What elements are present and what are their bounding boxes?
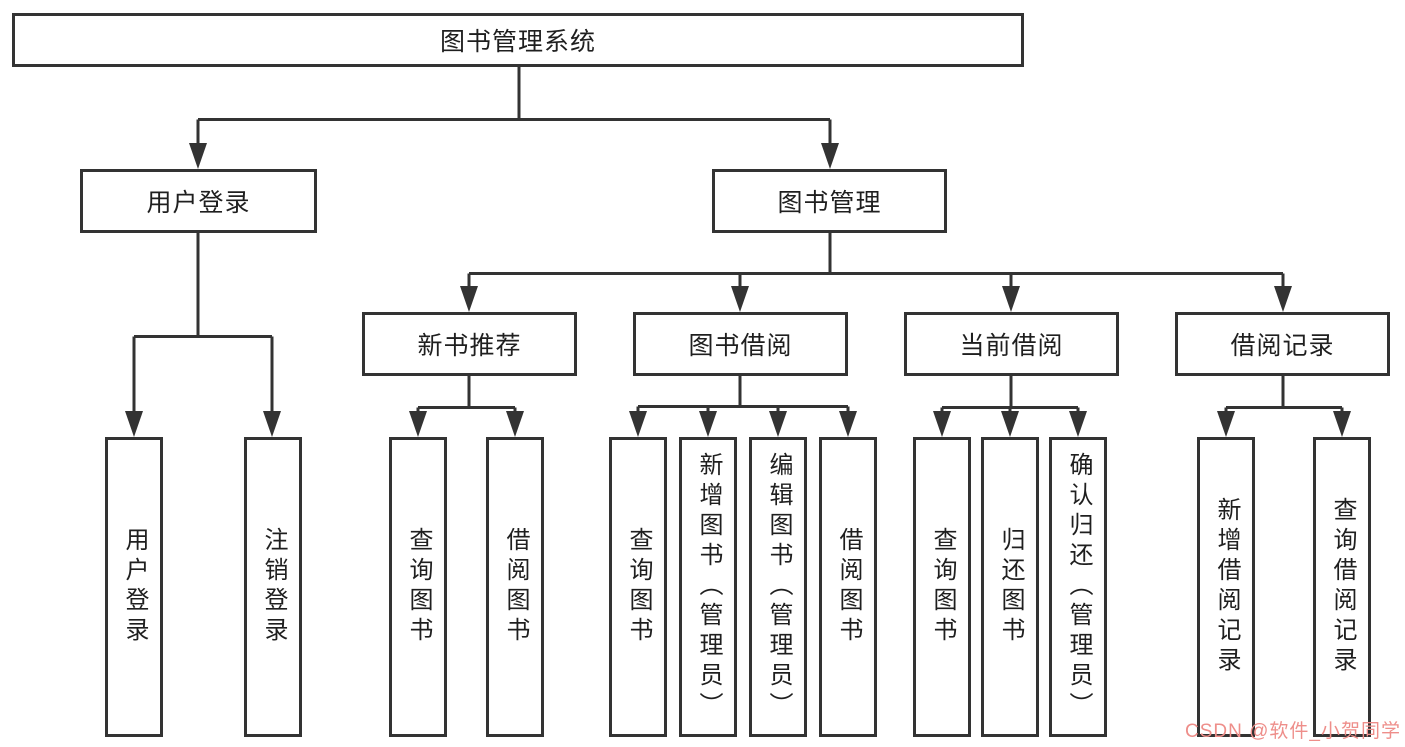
leaf-borrow-books-recommend: 借阅图书: [486, 437, 544, 737]
connector-currentborrow-to-leaves: [940, 376, 1080, 413]
leaf-confirm-return-admin: 确认归还（管理员）: [1049, 437, 1107, 737]
leaf-add-books-admin-label: 新增图书（管理员）: [695, 452, 722, 722]
csdn-watermark: CSDN @软件_小贺同学: [1185, 721, 1401, 742]
node-book-borrowing: 图书借阅: [633, 312, 848, 376]
node-current-borrowing: 当前借阅: [904, 312, 1119, 376]
leaf-logout: 注销登录: [244, 437, 302, 737]
leaf-add-books-admin: 新增图书（管理员）: [679, 437, 737, 737]
leaf-query-books-current: 查询图书: [913, 437, 971, 737]
node-library-management-system: 图书管理系统: [12, 13, 1024, 67]
arrowheads-level2: [189, 143, 839, 169]
node-book-management: 图书管理: [712, 169, 947, 233]
leaf-borrow-books-recommend-label: 借阅图书: [502, 527, 529, 647]
leaf-edit-books-admin-label: 编辑图书（管理员）: [765, 452, 792, 722]
leaf-query-books-recommend: 查询图书: [389, 437, 447, 737]
leaf-confirm-return-admin-label: 确认归还（管理员）: [1065, 452, 1092, 722]
arrowheads-level3: [460, 286, 1292, 312]
node-new-book-recommendation: 新书推荐: [362, 312, 577, 376]
leaf-edit-books-admin: 编辑图书（管理员）: [749, 437, 807, 737]
leaf-query-books-borrow: 查询图书: [609, 437, 667, 737]
leaf-user-login-label: 用户登录: [121, 527, 148, 647]
node-user-login: 用户登录: [80, 169, 317, 233]
leaf-query-books-borrow-label: 查询图书: [625, 527, 652, 647]
leaf-user-login: 用户登录: [105, 437, 163, 737]
leaf-add-borrow-record-label: 新增借阅记录: [1213, 497, 1240, 677]
leaf-borrow-books: 借阅图书: [819, 437, 877, 737]
leaf-borrow-books-label: 借阅图书: [835, 527, 862, 647]
leaf-query-borrow-record: 查询借阅记录: [1313, 437, 1371, 737]
connector-userlogin-to-leaves: [132, 233, 274, 413]
connector-bookborrow-to-leaves: [636, 376, 850, 413]
connector-borrowrecord-to-leaves: [1224, 376, 1344, 413]
leaf-query-books-recommend-label: 查询图书: [405, 527, 432, 647]
leaf-query-borrow-record-label: 查询借阅记录: [1329, 497, 1356, 677]
leaf-return-books: 归还图书: [981, 437, 1039, 737]
node-borrowing-records: 借阅记录: [1175, 312, 1390, 376]
connector-newbook-to-leaves: [416, 376, 517, 413]
leaf-query-books-current-label: 查询图书: [929, 527, 956, 647]
connector-bookmgmt-to-level3: [467, 233, 1285, 288]
leaf-logout-label: 注销登录: [260, 527, 287, 647]
leaf-return-books-label: 归还图书: [997, 527, 1024, 647]
arrowheads-leaves: [125, 411, 1351, 437]
leaf-add-borrow-record: 新增借阅记录: [1197, 437, 1255, 737]
connector-root-to-level2: [196, 67, 832, 145]
